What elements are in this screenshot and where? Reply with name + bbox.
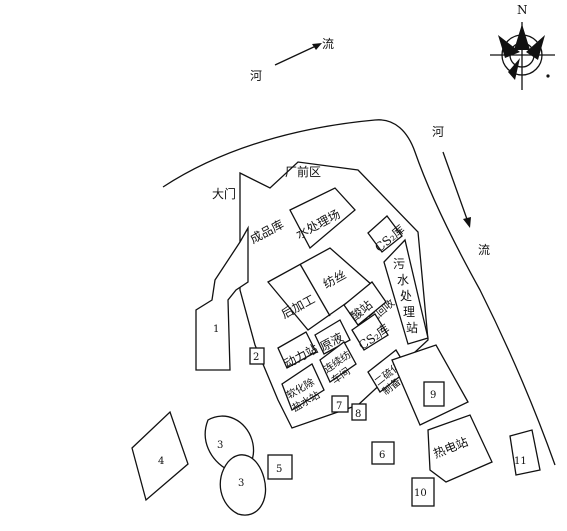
plot-9-label: 9 (430, 390, 436, 401)
flow-arrow-icon (274, 43, 322, 66)
plot-2-label: 2 (253, 352, 259, 363)
north-label: N (517, 3, 528, 17)
plot-11-label: 11 (514, 456, 527, 467)
sewage-char-1: 污 (393, 257, 405, 271)
factory-front-label: 厂前区 (285, 164, 321, 179)
plot-4 (131, 410, 189, 502)
river-bank (162, 119, 556, 466)
acid-station (343, 281, 387, 326)
sewage-char-2: 水 (397, 273, 409, 287)
power-station (277, 331, 317, 369)
water-treatment-field (289, 187, 356, 250)
gate-label: 大门 (212, 186, 236, 201)
plot-7 (351, 403, 367, 421)
plot-3b (219, 454, 267, 516)
thermal-power-plant (427, 414, 493, 483)
sewage-char-5: 站 (406, 321, 418, 335)
plot-2 (249, 347, 265, 365)
continuous-spinning-workshop (319, 341, 357, 383)
sewage-char-3: 处 (400, 289, 412, 303)
plot-3a-label: 3 (217, 440, 223, 451)
plot-1-label: 1 (213, 324, 219, 335)
sewage-char-4: 理 (403, 305, 415, 319)
plot-4-label: 4 (158, 456, 164, 467)
plot-9-box (423, 381, 445, 407)
sewage-treatment-station (383, 238, 429, 345)
plot-3b-label: 3 (238, 478, 244, 489)
softening-station (281, 363, 325, 411)
plot-10-label: 10 (414, 488, 427, 499)
plot-5 (267, 454, 293, 480)
plot-8 (371, 441, 395, 465)
compass-icon (490, 22, 555, 90)
river-char-3: 河 (432, 125, 444, 139)
cs2-storage-mid (351, 313, 389, 351)
plot-10 (411, 477, 435, 507)
plot-6-label: 7 (336, 401, 342, 412)
river-char-1: 河 (250, 69, 262, 83)
river-char-2: 流 (322, 37, 334, 51)
river-char-4: 流 (478, 243, 490, 257)
cs2-storage-top (367, 215, 403, 253)
plot-5-label: 5 (276, 464, 282, 475)
plot-8-label: 6 (379, 450, 385, 461)
flow-arrow-icon (442, 151, 471, 228)
raw-liquor-building (314, 319, 351, 355)
plot-1 (195, 225, 249, 371)
plot-7-label: 8 (355, 409, 361, 420)
plot-11 (509, 429, 541, 476)
plot-6 (331, 395, 349, 413)
